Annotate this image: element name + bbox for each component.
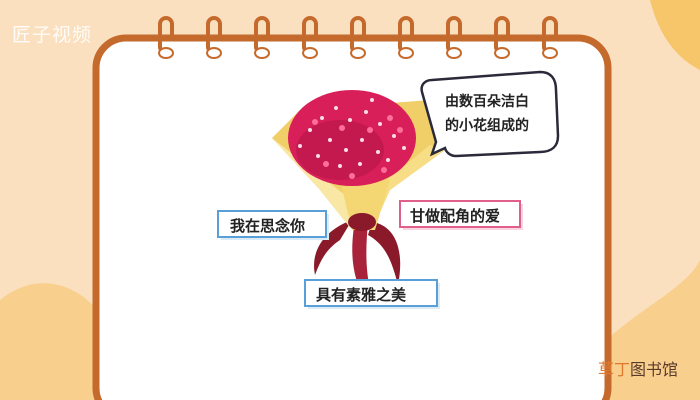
label-box-elegant-beauty [304,279,440,309]
speech-bubble-text: 由数百朵洁白 的小花组成的 [428,90,546,138]
watermark-top-left: 匠子视频 [12,24,93,46]
bouquet-illustration [272,90,445,290]
watermark-brand-part1: 草丁 [598,360,631,379]
bubble-line-1: 由数百朵洁白 [445,94,529,110]
flower-specks [298,98,406,168]
notebook-ring-holes [158,47,558,59]
notebook-rings [158,16,558,50]
bubble-line-2: 的小花组成的 [445,118,529,134]
label-supporting-love: 甘做配角的爱 [410,207,501,225]
watermark-brand-part2: 图书馆 [630,360,679,379]
label-box-supporting-love [399,200,523,230]
ribbon-left [314,220,352,275]
watermark-bottom-right: 草丁图书馆 [598,356,678,380]
flower-cluster-shade [296,120,384,180]
background-blob-top-right [650,0,700,70]
ribbon-knot [348,213,376,231]
ribbon-right [368,222,401,285]
background-blob-bottom [0,283,117,400]
label-miss-you: 我在思念你 [230,217,306,235]
label-box-miss-you [217,210,329,240]
flower-dots [312,115,403,179]
label-elegant-beauty: 具有素雅之美 [316,286,407,304]
ribbon-center [352,220,370,290]
speech-bubble [420,70,560,158]
